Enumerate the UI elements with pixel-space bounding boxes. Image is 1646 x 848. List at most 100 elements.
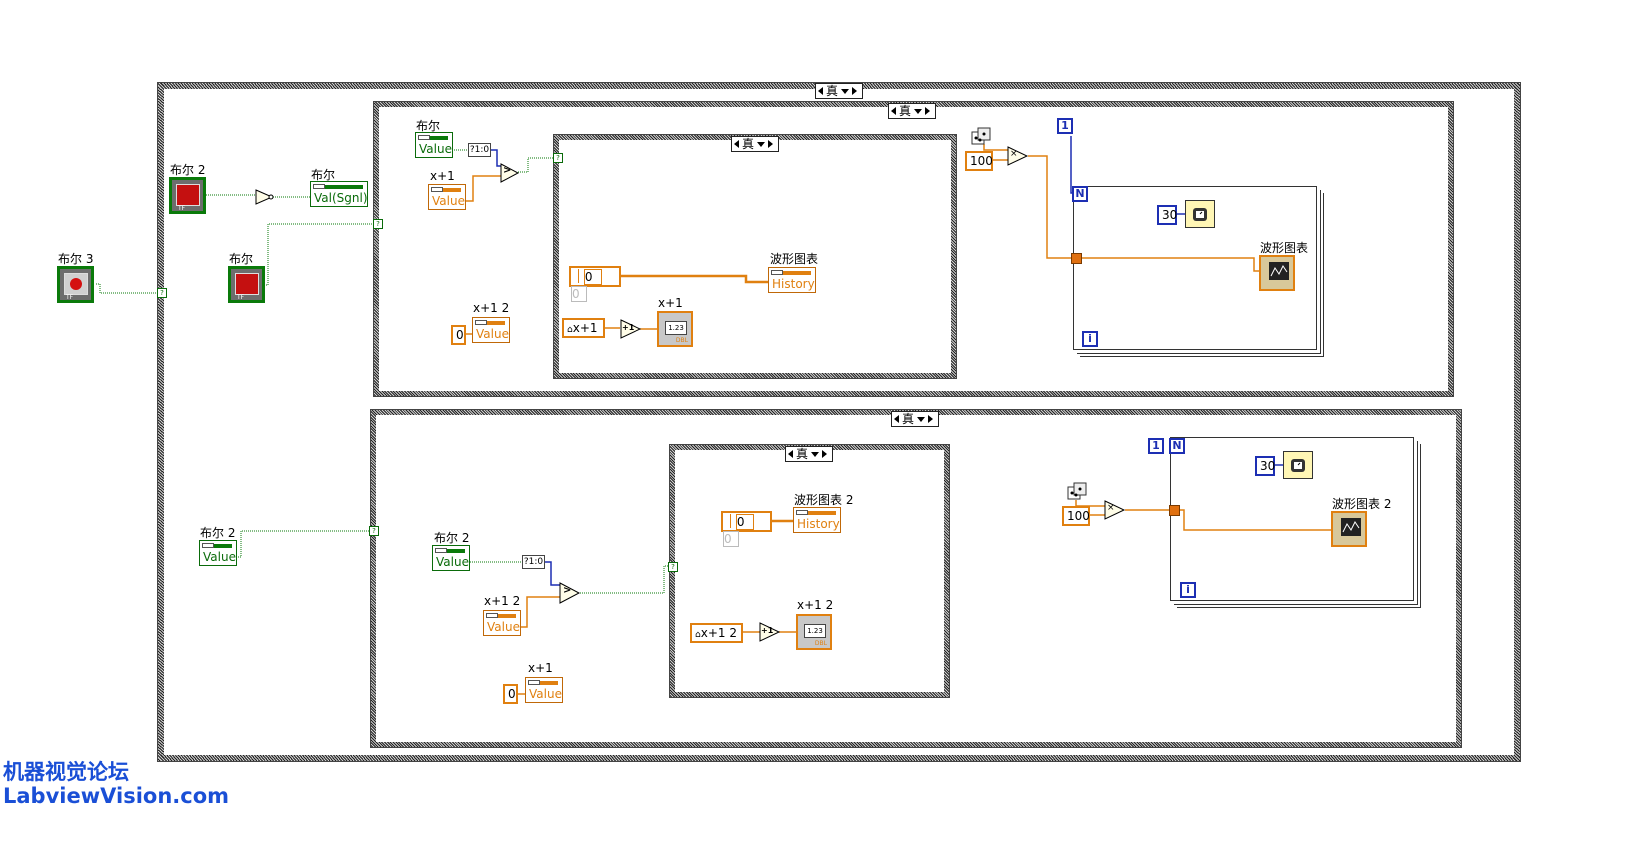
wire-top-gt-case [518, 157, 556, 173]
next-case-icon[interactable] [852, 87, 858, 95]
bottom-x12-local-label: x+1 2 [484, 594, 521, 608]
wire-top-dice [983, 144, 1008, 151]
bottom-loop-i-terminal[interactable]: i [1180, 582, 1196, 598]
bottom-increment-icon[interactable] [759, 622, 781, 642]
top-bool-to-int[interactable]: ?1:0 [468, 143, 491, 157]
top-x12-const[interactable]: 0 [451, 325, 466, 345]
outer-case-value: 真 [826, 84, 839, 98]
top-inner-case-selector-terminal[interactable]: ? [553, 153, 563, 163]
case-dropdown-icon[interactable] [914, 108, 923, 114]
prev-case-icon[interactable] [734, 140, 739, 148]
top-x12-local-variable[interactable]: Value [472, 317, 510, 343]
tf-tag: TF [237, 294, 245, 301]
bottom-increment-text: +1 [761, 626, 774, 635]
bottom-x1-local-label: x+1 [528, 661, 553, 675]
next-case-icon[interactable] [768, 140, 774, 148]
case-dropdown-icon[interactable] [757, 141, 766, 147]
random-number-icon[interactable] [1066, 481, 1088, 503]
bottom-loop-i-text: i [1186, 583, 1190, 596]
not-gate-icon[interactable] [255, 189, 275, 205]
bottom-wait-const-value: 30 [1260, 459, 1276, 473]
top-shift-local-variable[interactable]: ⌂x+1 [562, 318, 605, 338]
bottom-multiply-icon[interactable] [1104, 500, 1126, 520]
bool2-local-variable[interactable]: Value [199, 540, 237, 566]
top-loop-n-terminal[interactable]: N [1072, 186, 1088, 202]
top-inner-case-selector[interactable]: 真 [731, 136, 779, 152]
top-loop-i-terminal[interactable]: i [1082, 331, 1098, 347]
next-case-icon[interactable] [928, 415, 934, 423]
top-greater-icon[interactable] [500, 163, 520, 183]
bottom-x1-local-variable[interactable]: Value [525, 677, 563, 703]
bottom-waveform-chart-terminal[interactable] [1331, 511, 1367, 547]
bottom-history-property[interactable]: History [793, 507, 841, 533]
bottom-bool-to-int[interactable]: ?1:0 [522, 555, 545, 569]
top-inner-case-structure [553, 134, 957, 379]
outer-case-selector-terminal[interactable]: ? [157, 288, 167, 298]
bool2-label: 布尔 2 [170, 163, 206, 177]
home-icon: ⌂ [567, 325, 573, 335]
bottom-inner-case-selector[interactable]: 真 [785, 446, 833, 462]
bottom-greater-icon[interactable] [559, 582, 581, 604]
wire-bot-int-gt [545, 561, 560, 586]
bottom-x1-const[interactable]: 0 [503, 684, 518, 704]
bottom-bool-local-variable[interactable]: Value [432, 545, 470, 571]
top-x1-local-value: Value [432, 194, 465, 208]
top-x1-indicator[interactable]: 1.23 DBL [657, 311, 693, 347]
bottom-x1-const-value: 0 [508, 687, 516, 701]
wire-top-history [620, 274, 768, 284]
bottom-case-selector-terminal[interactable]: ? [369, 526, 379, 536]
bool2-local-label: 布尔 2 [200, 526, 236, 540]
prev-case-icon[interactable] [891, 107, 896, 115]
top-loop-n-text: N [1075, 187, 1085, 200]
case-dropdown-icon[interactable] [811, 451, 820, 457]
bottom-mult-const[interactable]: 100 [1062, 506, 1090, 526]
bottom-loop-count-const[interactable]: 1 [1148, 438, 1164, 454]
bool-signal-value: Val(Sgnl) [314, 191, 368, 205]
next-case-icon[interactable] [925, 107, 931, 115]
case-dropdown-icon[interactable] [917, 416, 926, 422]
bool2-control[interactable]: TF [169, 177, 206, 214]
top-increment-icon[interactable] [620, 319, 642, 339]
top-history-array-const[interactable]: 0 0 [569, 266, 621, 302]
top-x1-local-variable[interactable]: Value [428, 184, 466, 210]
next-case-icon[interactable] [822, 450, 828, 458]
top-loop-count-const[interactable]: 1 [1057, 118, 1073, 134]
top-wait-ms-icon[interactable] [1185, 200, 1215, 228]
bottom-x12-local-variable[interactable]: Value [483, 610, 521, 636]
top-waveform-chart-terminal[interactable] [1259, 255, 1295, 291]
bottom-indicator-value: 1.23 [807, 627, 823, 635]
top-mult-const[interactable]: 100 [965, 151, 993, 171]
prev-case-icon[interactable] [818, 87, 823, 95]
random-number-icon[interactable] [970, 126, 992, 148]
prev-case-icon[interactable] [894, 415, 899, 423]
bottom-case-selector[interactable]: 真 [891, 411, 939, 427]
top-wait-const[interactable]: 30 [1157, 205, 1177, 225]
top-case-selector-terminal[interactable]: ? [373, 219, 383, 229]
top-history-property[interactable]: History [768, 267, 816, 293]
bottom-loop-n-terminal[interactable]: N [1169, 438, 1185, 454]
top-bool-local-variable[interactable]: Value [415, 132, 453, 158]
bool-signal-label: 布尔 [311, 168, 336, 182]
bottom-x12-local-value: Value [487, 620, 520, 634]
bottom-shift-local-variable[interactable]: ⌂x+1 2 [690, 623, 743, 643]
bool-control[interactable]: TF [228, 266, 265, 303]
top-case-selector[interactable]: 真 [888, 103, 936, 119]
bottom-history-array-const[interactable]: 0 0 [721, 511, 772, 547]
bottom-mult-const-value: 100 [1067, 509, 1090, 523]
bottom-x12-indicator[interactable]: 1.23 DBL [796, 614, 832, 650]
bottom-case-value: 真 [902, 412, 915, 426]
bottom-wait-ms-icon[interactable] [1283, 451, 1313, 479]
prev-case-icon[interactable] [788, 450, 793, 458]
outer-case-selector[interactable]: 真 [815, 83, 863, 99]
bottom-history-const-value: 0 [735, 514, 754, 530]
bool-signal-property[interactable]: Val(Sgnl) [310, 181, 368, 207]
bool3-control[interactable]: TF [57, 266, 94, 303]
bottom-loop-input-tunnel [1169, 505, 1180, 516]
bottom-inner-case-selector-terminal[interactable]: ? [668, 562, 678, 572]
bottom-wait-const[interactable]: 30 [1255, 456, 1275, 476]
top-multiply-icon[interactable] [1007, 146, 1029, 166]
wire-top-loop-chart [1080, 257, 1260, 272]
case-dropdown-icon[interactable] [841, 88, 850, 94]
bool3-led-icon [64, 273, 88, 295]
bottom-indicator-label: x+1 2 [797, 598, 834, 612]
